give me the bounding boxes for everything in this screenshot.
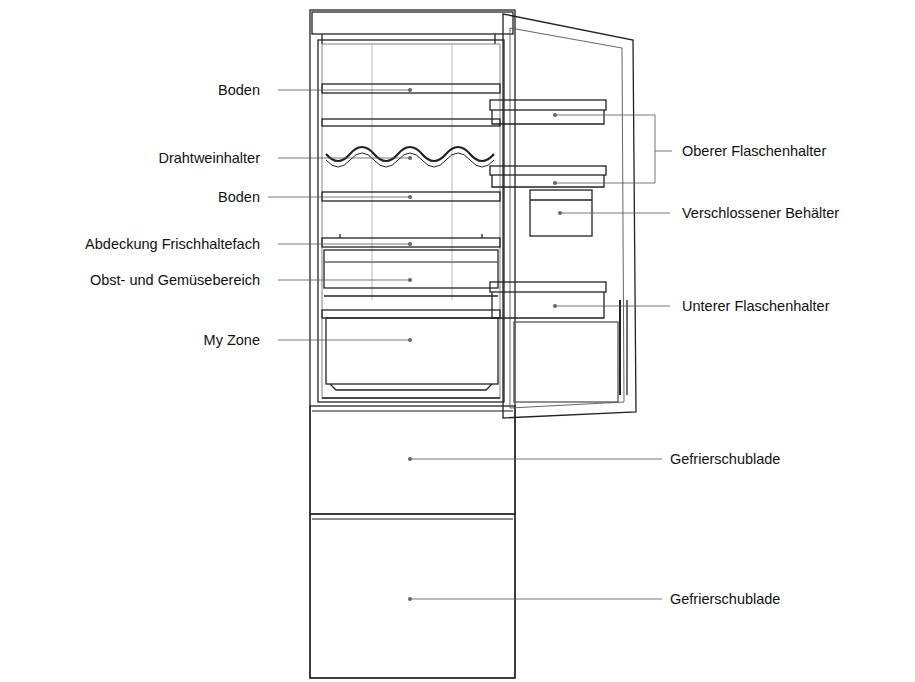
part-label: Gefrierschublade [668, 591, 782, 608]
part-label: Oberer Flaschenhalter [680, 143, 828, 160]
leader-lines [268, 90, 672, 599]
fridge-body [310, 10, 636, 678]
part-label: Drahtweinhalter [156, 150, 262, 167]
part-label: Unterer Flaschenhalter [680, 298, 832, 315]
part-label: Obst- und Gemüsebereich [88, 272, 262, 289]
part-label: My Zone [202, 332, 262, 349]
part-label: Abdeckung Frischhaltefach [83, 236, 262, 253]
leader-dots [408, 88, 562, 601]
part-label: Boden [216, 189, 262, 206]
part-label: Boden [216, 82, 262, 99]
part-label: Gefrierschublade [668, 451, 782, 468]
part-label: Verschlossener Behälter [680, 205, 841, 222]
